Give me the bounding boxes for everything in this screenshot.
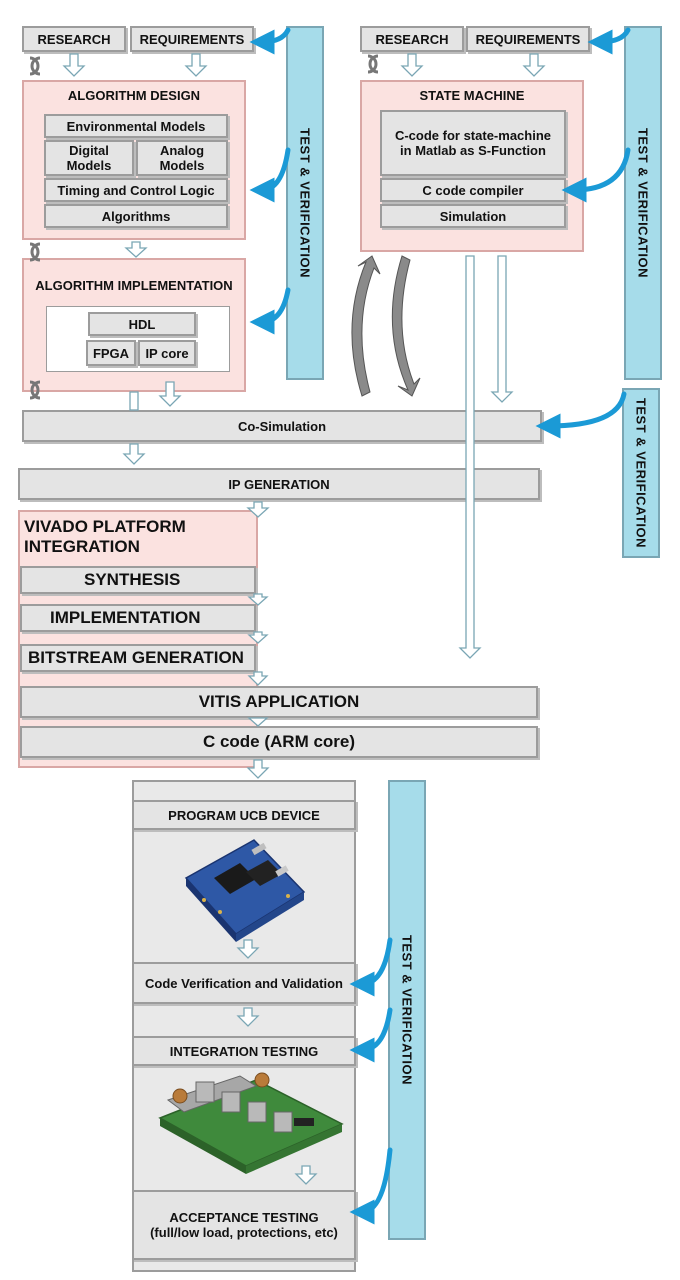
blue-arrow-acceptance — [349, 1147, 393, 1225]
algorithms-box: Algorithms — [44, 204, 228, 228]
down-arrow-bit-vitis — [247, 671, 269, 686]
blue-arrow-left-timing — [249, 147, 291, 203]
implementation-box: IMPLEMENTATION — [20, 604, 256, 632]
loop-icon-4 — [30, 242, 41, 262]
analog-models-box: Analog Models — [136, 140, 228, 176]
vivado-platform-integration-title: VIVADO PLATFORM INTEGRATION — [24, 517, 186, 556]
loop-icon-2 — [30, 56, 41, 76]
power-converter-image — [158, 1072, 344, 1174]
blue-arrow-left-requirements — [249, 27, 291, 55]
down-arrow-power-accept — [294, 1165, 318, 1185]
ucb-board-image — [184, 839, 306, 942]
down-arrow-ccode-device — [246, 759, 270, 779]
ip-generation-box: IP GENERATION — [18, 468, 540, 500]
blue-arrow-left-hdl — [249, 287, 291, 335]
down-arrow-board-verif — [236, 939, 260, 959]
down-arrow-impl-cosim — [158, 381, 182, 407]
algorithm-implementation-title: ALGORITHM IMPLEMENTATION — [35, 277, 233, 293]
down-arrow-vitis-ccode — [247, 717, 269, 727]
long-arrow-state-to-vitis — [458, 255, 482, 659]
loop-icon-8 — [368, 54, 379, 74]
down-arrow-r-research — [400, 53, 424, 77]
algorithm-design-title: ALGORITHM DESIGN — [67, 87, 201, 103]
right-test-verification-bar-2: TEST & VERIFICATION — [622, 388, 660, 558]
blue-arrow-integration — [349, 1007, 393, 1063]
bitstream-generation-box: BITSTREAM GENERATION — [20, 644, 256, 672]
right-research-box: RESEARCH — [360, 26, 464, 52]
loop-icon-7 — [367, 54, 378, 74]
down-arrow-r-requirements — [522, 53, 546, 77]
down-arrow-verif-integ — [236, 1007, 260, 1027]
simulation-box: Simulation — [380, 204, 566, 228]
right-requirements-box: REQUIREMENTS — [466, 26, 590, 52]
loop-icon-1 — [29, 56, 40, 76]
timing-control-logic-box: Timing and Control Logic — [44, 178, 228, 202]
fpga-box: FPGA — [86, 340, 136, 366]
cycle-arrow-right — [391, 255, 421, 397]
cycle-arrow-left — [351, 255, 381, 397]
integration-testing-box: INTEGRATION TESTING — [132, 1036, 356, 1066]
environmental-models-box: Environmental Models — [44, 114, 228, 138]
digital-models-box: Digital Models — [44, 140, 134, 176]
ip-core-box: IP core — [138, 340, 196, 366]
right-test-verification-bar: TEST & VERIFICATION — [624, 26, 662, 380]
down-arrow-synth-impl — [247, 593, 269, 606]
down-arrow-design-impl — [124, 241, 148, 258]
left-requirements-box: REQUIREMENTS — [130, 26, 254, 52]
shaft-impl-left — [129, 391, 139, 411]
down-arrow-impl-bit — [247, 631, 269, 644]
long-arrow-state-to-cosim — [490, 255, 514, 403]
down-arrow-requirements — [184, 53, 208, 77]
down-arrow-cosim-ip — [122, 443, 146, 465]
vivado-panel — [18, 510, 258, 768]
left-test-verification-bar: TEST & VERIFICATION — [286, 26, 324, 380]
vitis-application-box: VITIS APPLICATION — [20, 686, 538, 718]
blue-arrow-right-compiler — [561, 147, 631, 203]
blue-arrow-verif — [349, 937, 393, 997]
c-code-compiler-box: C code compiler — [380, 178, 566, 202]
blue-arrow-right-requirements — [587, 27, 631, 55]
loop-icon-3 — [29, 242, 40, 262]
c-code-arm-box: C code (ARM core) — [20, 726, 538, 758]
loop-icon-5 — [29, 380, 40, 400]
down-arrow-ip-vivado — [246, 501, 270, 518]
program-ucb-device-box: PROGRAM UCB DEVICE — [132, 800, 356, 830]
down-arrow-research — [62, 53, 86, 77]
loop-icon-6 — [30, 380, 41, 400]
left-research-box: RESEARCH — [22, 26, 126, 52]
synthesis-box: SYNTHESIS — [20, 566, 256, 594]
code-verification-box: Code Verification and Validation — [132, 962, 356, 1004]
hdl-box: HDL — [88, 312, 196, 336]
state-machine-c-code-box: C-code for state-machine in Matlab as S-… — [380, 110, 566, 176]
state-machine-title: STATE MACHINE — [419, 87, 525, 103]
blue-arrow-cosim — [535, 391, 627, 439]
acceptance-testing-box: ACCEPTANCE TESTING (full/low load, prote… — [132, 1190, 356, 1260]
co-simulation-box: Co-Simulation — [22, 410, 542, 442]
